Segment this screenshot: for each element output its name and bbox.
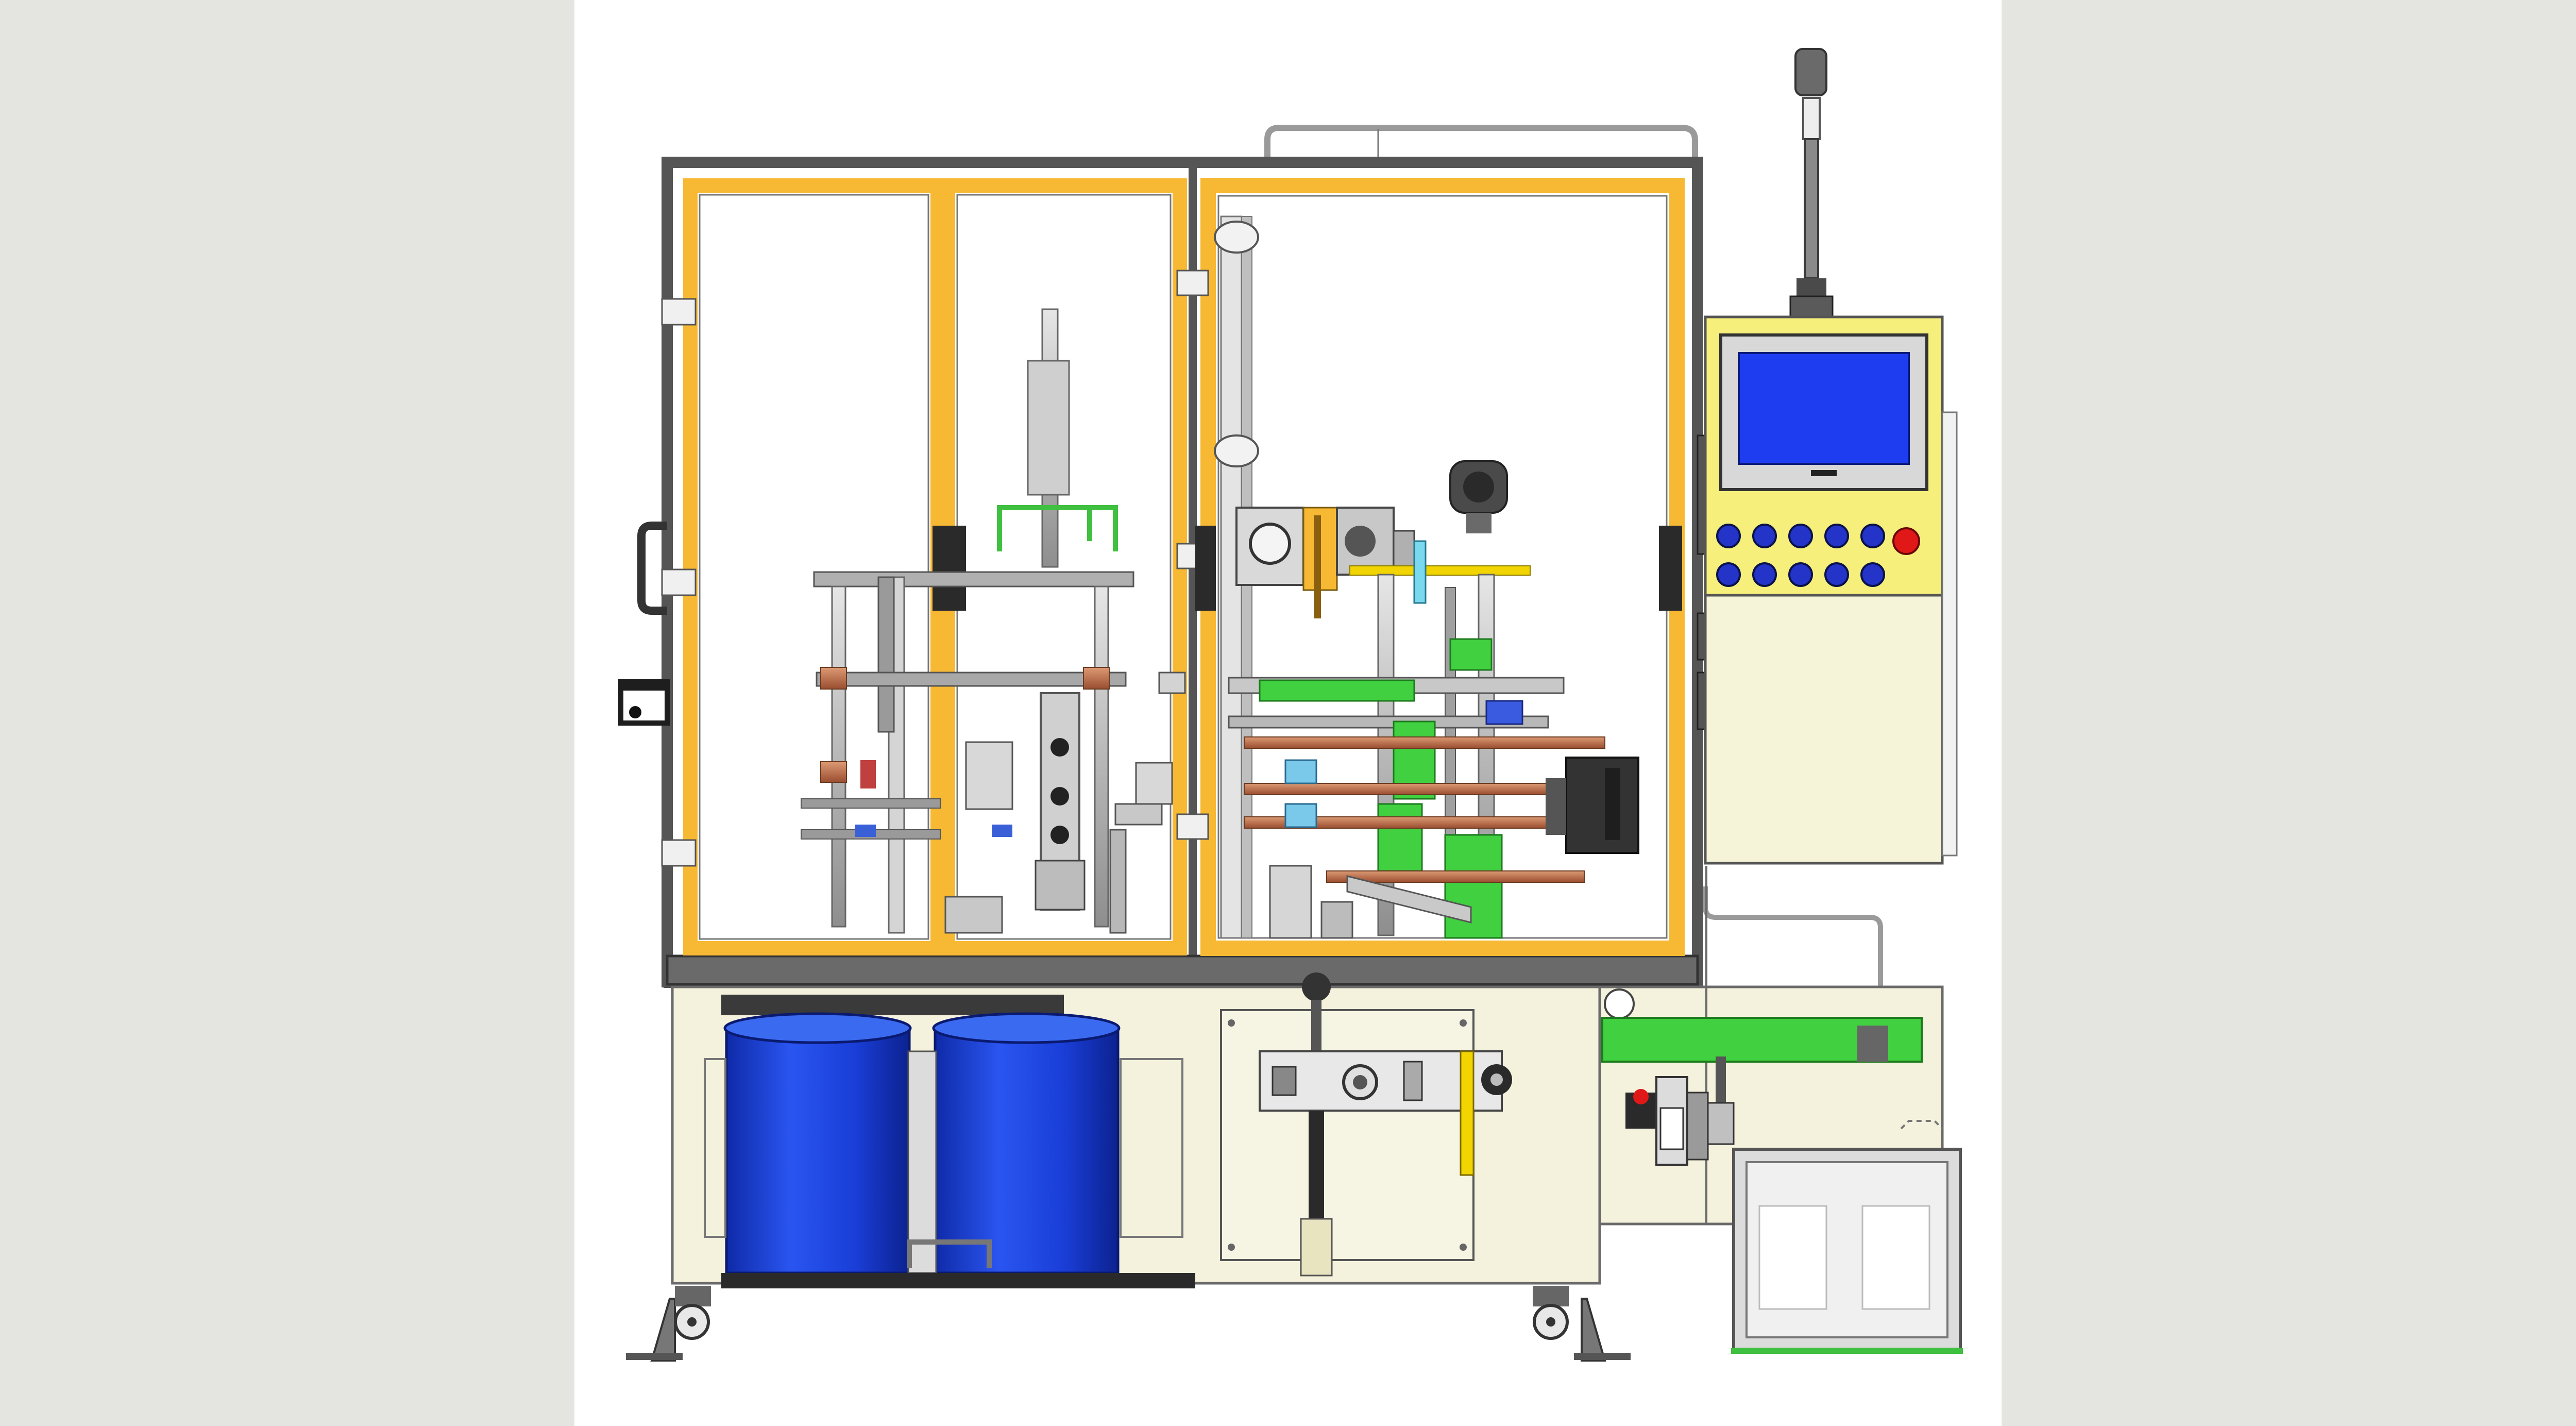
- stack-light: [1789, 48, 1834, 318]
- access-panel: [1220, 972, 1512, 1277]
- barrels: [704, 995, 1195, 1288]
- panel-button: [1788, 562, 1813, 587]
- operator-buttons: [1716, 524, 1920, 587]
- panel-button: [1752, 562, 1777, 587]
- overhead-conduit: [1264, 125, 1698, 167]
- door-latch-left: [933, 526, 966, 611]
- button-row-bottom: [1716, 562, 1885, 587]
- collection-bin: [1731, 1120, 1963, 1354]
- door-left-outer-inner-line: [699, 194, 929, 940]
- barrel-bridge: [907, 1050, 937, 1274]
- barrel-tray: [721, 995, 1064, 1015]
- air-prep-unit: [1625, 1076, 1735, 1166]
- cabinet-left-panel: [704, 1058, 726, 1238]
- panel-button: [1752, 524, 1777, 548]
- left-bay-mechanism: [801, 308, 1186, 934]
- cabinet-side-panel: [1120, 1058, 1183, 1238]
- drawing-sheet: [574, 0, 2002, 1426]
- panel-button: [1860, 562, 1885, 587]
- ejector-arm: [1601, 988, 1923, 1103]
- door-latch-right: [1195, 526, 1216, 611]
- valve-knob: [1302, 972, 1331, 1001]
- barrel-base: [721, 1273, 1195, 1288]
- enclosure-base-rail: [666, 954, 1699, 986]
- button-row-top: [1716, 524, 1885, 548]
- barrel-right-lid: [932, 1012, 1121, 1044]
- barrel-handle: [907, 1239, 992, 1268]
- right-bay-mechanism: [1214, 215, 1639, 939]
- barrel-left-lid: [723, 1012, 912, 1044]
- panel-button: [1716, 524, 1741, 548]
- barrel-left: [725, 1027, 911, 1274]
- emergency-stop-button: [1892, 527, 1920, 555]
- door-latch-far-right: [1659, 526, 1682, 611]
- side-switch-box: [618, 679, 670, 726]
- hmi-touchscreen: [1719, 333, 1928, 491]
- panel-button: [1788, 524, 1813, 548]
- legs-and-casters: [626, 1286, 1631, 1362]
- panel-button: [1860, 524, 1885, 548]
- panel-button: [1716, 562, 1741, 587]
- panel-button: [1824, 562, 1849, 587]
- machine-drawing: [618, 48, 1963, 1362]
- panel-button: [1824, 524, 1849, 548]
- barrel-right: [934, 1027, 1120, 1274]
- side-handle: [637, 522, 667, 615]
